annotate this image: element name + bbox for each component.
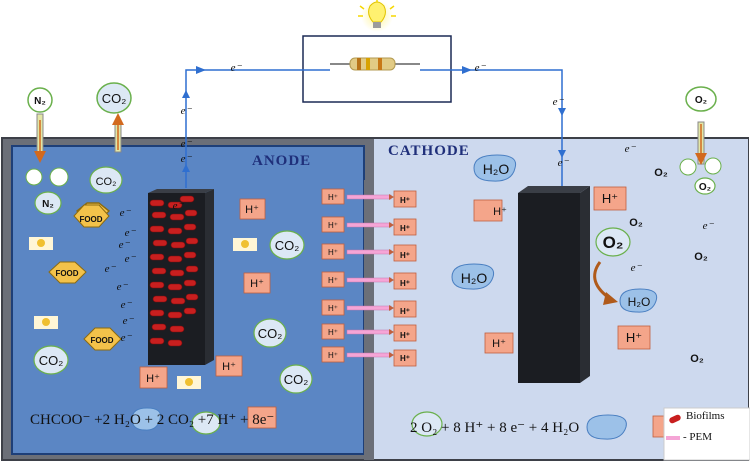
h-plus-label: H⁺ [493, 206, 507, 218]
electron-label: e⁻ [120, 207, 132, 219]
biofilm-bacteria [149, 195, 199, 347]
water-bubbles [131, 154, 658, 440]
pem-proton-rows [321, 188, 417, 367]
h-plus-label: H⁺ [328, 351, 338, 360]
light-bulb-icon [358, 0, 396, 32]
h-plus-label: H⁺ [492, 338, 506, 350]
h-plus-label: H⁺ [328, 328, 338, 337]
cathode-equation: 2 O₂ + 8 H⁺ + 8 e⁻ + 4 H₂O [410, 420, 580, 436]
co2-label: CO₂ [258, 326, 283, 341]
electron-label: e⁻ [558, 157, 570, 169]
electron-label: e⁻ [125, 227, 137, 239]
co2-label: CO₂ [96, 176, 117, 188]
h-plus-label: H⁺ [250, 278, 264, 290]
cathode-electrode [518, 186, 590, 383]
anode-equation: CHCOO⁻ +2 H₂O + 2 CO₂ +7 H⁺ + 8e⁻ [30, 412, 275, 428]
h-plus-label: H⁺ [400, 354, 410, 363]
h-plus-label: H⁺ [626, 330, 642, 345]
legend-biofilms-label: Biofilms [686, 410, 725, 422]
substrate-particles [29, 237, 257, 389]
electron-label: e⁻ [553, 96, 565, 108]
wire-arrows [182, 66, 566, 172]
h-plus-label: H⁺ [328, 276, 338, 285]
food-label: FOOD [79, 215, 102, 224]
h-plus-label: H⁺ [400, 307, 410, 316]
anode-title: ANODE [252, 153, 312, 169]
electron-label: e⁻ [123, 315, 135, 327]
h-plus-label: H⁺ [245, 204, 259, 216]
proton-boxes [139, 186, 683, 438]
co2-label: CO₂ [275, 238, 300, 253]
resistor-icon [330, 57, 420, 71]
h-plus-label: H⁺ [328, 221, 338, 230]
n2-label: N₂ [42, 199, 54, 210]
h-plus-label: H⁺ [328, 248, 338, 257]
electron-label: e⁻ [631, 262, 643, 274]
reduction-arrowhead [603, 292, 618, 305]
cathode-title: CATHODE [388, 143, 470, 159]
pem-membrane [364, 180, 374, 460]
legend-pem-swatch [666, 436, 680, 440]
h-plus-label: H⁺ [400, 279, 410, 288]
h2o-label: H₂O [483, 161, 510, 177]
h-plus-label: H⁺ [400, 196, 410, 205]
electron-label: e⁻ [475, 62, 487, 74]
electron-label: e⁻ [121, 299, 133, 311]
h-plus-label: H⁺ [400, 331, 410, 340]
h-plus-label: H⁺ [328, 193, 338, 202]
electron-label: e⁻ [703, 220, 715, 232]
electron-label: e⁻ [121, 332, 133, 344]
electron-label: e⁻ [119, 239, 131, 251]
h-plus-label: H⁺ [328, 304, 338, 313]
electron-label: e⁻ [181, 138, 193, 150]
h-plus-label: H⁺ [602, 191, 618, 206]
co2-label: CO₂ [284, 372, 309, 387]
o2-label: O₂ [603, 233, 624, 252]
molecule-bubbles [33, 166, 716, 437]
o2-label: O₂ [654, 167, 668, 179]
n2-inlet [25, 87, 69, 187]
h-plus-label: H⁺ [400, 251, 410, 260]
food-label: FOOD [90, 336, 113, 345]
legend-pem-label: - PEM [683, 431, 713, 443]
co2-label: CO₂ [39, 353, 64, 368]
food-label: FOOD [55, 269, 78, 278]
electron-label: e⁻ [117, 281, 129, 293]
o2-label: O₂ [629, 217, 643, 229]
electron-label: e⁻ [105, 263, 117, 275]
o2-label: O₂ [694, 251, 708, 263]
electron-label: e⁻ [181, 105, 193, 117]
h2o-label: H₂O [628, 295, 651, 309]
food-hexagons [48, 202, 122, 351]
o2-inlet [679, 86, 722, 176]
co2-outlet [96, 82, 132, 153]
legend-biofilm-swatch [669, 414, 681, 424]
o2-label: O₂ [695, 95, 707, 106]
o2-label: O₂ [690, 353, 704, 365]
electron-label: e⁻ [231, 62, 243, 74]
electron-label: e⁻ [181, 153, 193, 165]
legend [663, 407, 750, 461]
n2-label: N₂ [34, 96, 46, 107]
h2o-label: H₂O [461, 270, 488, 286]
electron-label: e⁻ [173, 200, 185, 212]
h-plus-label: H⁺ [222, 361, 236, 373]
co2-label: CO₂ [102, 91, 127, 106]
o2-label: O₂ [699, 182, 711, 193]
h-plus-label: H⁺ [400, 224, 410, 233]
electron-label: e⁻ [125, 253, 137, 265]
h-plus-label: H⁺ [146, 373, 160, 385]
electron-label: e⁻ [625, 143, 637, 155]
anode-electrode [148, 189, 214, 365]
